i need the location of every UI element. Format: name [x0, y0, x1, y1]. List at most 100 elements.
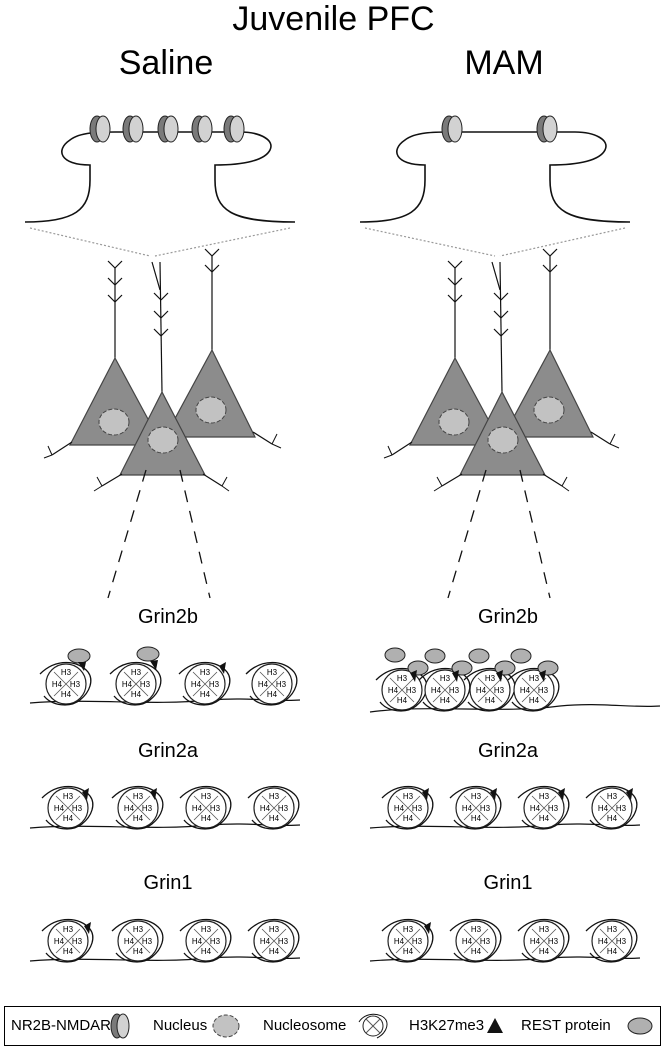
histone-label: H4: [54, 804, 65, 813]
mam-spine-outline: [359, 131, 631, 223]
histone-label: H3: [201, 925, 212, 934]
histone-label: H3: [210, 804, 221, 813]
histone-label: H4: [192, 937, 203, 946]
histone-label: H4: [122, 680, 133, 689]
histone-label: H4: [131, 690, 142, 699]
saline-grin2a-chromatin: [29, 785, 301, 830]
nucleosome-icon: [358, 1013, 388, 1039]
histone-label: H4: [388, 686, 399, 695]
histone-label: H4: [403, 814, 414, 823]
histone-label: H4: [124, 804, 135, 813]
histone-label: H3: [63, 792, 74, 801]
mam-receptors: [441, 115, 558, 143]
histone-label: H4: [607, 947, 618, 956]
histone-label: H3: [412, 937, 423, 946]
histone-label: H4: [539, 947, 550, 956]
mam-gene-grin2a: Grin2a: [477, 740, 539, 762]
histone-label: H3: [63, 925, 74, 934]
histone-label: H4: [476, 686, 487, 695]
histone-label: H4: [260, 937, 271, 946]
mam-gene-grin2b: Grin2b: [477, 606, 539, 628]
h3k27me3-icon: [487, 1018, 503, 1033]
histone-label: H3: [403, 792, 414, 801]
histone-label: H3: [548, 937, 559, 946]
histone-label: H4: [52, 680, 63, 689]
histone-label: H4: [201, 814, 212, 823]
histone-label: H3: [278, 937, 289, 946]
histone-label: H4: [607, 814, 618, 823]
histone-label: H3: [471, 925, 482, 934]
histone-label: H3: [607, 925, 618, 934]
histone-label: H4: [54, 937, 65, 946]
legend: NR2B-NMDAR Nucleus Nucleosome H3K27me3 R…: [4, 1006, 661, 1046]
histone-label: H4: [201, 947, 212, 956]
saline-grin1-chromatin: [29, 918, 301, 963]
histone-label: H3: [494, 686, 505, 695]
histone-label: H3: [142, 804, 153, 813]
histone-label: H4: [394, 804, 405, 813]
histone-label: H3: [548, 804, 559, 813]
histone-label: H3: [269, 792, 280, 801]
histone-label: H4: [529, 696, 540, 705]
histone-label: H4: [598, 937, 609, 946]
histone-label: H3: [480, 937, 491, 946]
histone-label: H3: [140, 680, 151, 689]
histone-label: H4: [258, 680, 269, 689]
legend-label-nucleus: Nucleus: [153, 1017, 208, 1034]
saline-grin2b-chromatin: [29, 646, 301, 706]
histone-label: H4: [431, 686, 442, 695]
histone-label: H4: [530, 937, 541, 946]
histone-label: H4: [269, 947, 280, 956]
histone-label: H3: [440, 674, 451, 683]
saline-column-title: Saline: [118, 44, 214, 82]
legend-label-nr2b-nmdar: NR2B-NMDAR: [11, 1017, 112, 1034]
mam-neurons: [383, 248, 620, 492]
histone-label: H4: [471, 814, 482, 823]
saline-gene-grin2b: Grin2b: [137, 606, 199, 628]
histone-label: H3: [485, 674, 496, 683]
saline-receptors: [89, 115, 245, 143]
legend-label-rest-protein: REST protein: [521, 1017, 611, 1034]
mam-panel: [359, 115, 661, 963]
histone-label: H4: [124, 937, 135, 946]
histone-label: H3: [267, 668, 278, 677]
histone-label: H4: [133, 814, 144, 823]
histone-label: H4: [269, 814, 280, 823]
histone-label: H4: [267, 690, 278, 699]
mam-grin2a-chromatin: [369, 785, 641, 830]
histone-label: H3: [539, 925, 550, 934]
histone-label: H3: [133, 792, 144, 801]
histone-label: H4: [63, 947, 74, 956]
histone-label: H3: [616, 804, 627, 813]
histone-label: H3: [616, 937, 627, 946]
histone-label: H3: [201, 792, 212, 801]
figure-title: Juvenile PFC: [232, 0, 435, 38]
nucleus-icon: [212, 1014, 240, 1038]
histone-label: H4: [61, 690, 72, 699]
saline-panel: [24, 115, 301, 963]
histone-label: H4: [485, 696, 496, 705]
saline-spine-outline: [24, 131, 296, 223]
histone-label: H3: [480, 804, 491, 813]
histone-label: H3: [406, 686, 417, 695]
histone-label: H4: [539, 814, 550, 823]
histone-label: H4: [403, 947, 414, 956]
histone-label: H4: [471, 947, 482, 956]
histone-label: H4: [133, 947, 144, 956]
histone-label: H4: [598, 804, 609, 813]
saline-gene-grin2a: Grin2a: [137, 740, 199, 762]
histone-label: H3: [72, 937, 83, 946]
histone-label: H4: [440, 696, 451, 705]
mam-gene-grin1: Grin1: [483, 872, 533, 894]
histone-label: H3: [142, 937, 153, 946]
histone-label: H3: [412, 804, 423, 813]
histone-label: H3: [403, 925, 414, 934]
nr2b-nmdar-icon: [110, 1013, 130, 1039]
histone-label: H3: [269, 925, 280, 934]
histone-label: H3: [209, 680, 220, 689]
histone-label: H3: [61, 668, 72, 677]
histone-label: H3: [70, 680, 81, 689]
histone-label: H3: [276, 680, 287, 689]
legend-label-h3k27me3: H3K27me3: [409, 1017, 485, 1034]
